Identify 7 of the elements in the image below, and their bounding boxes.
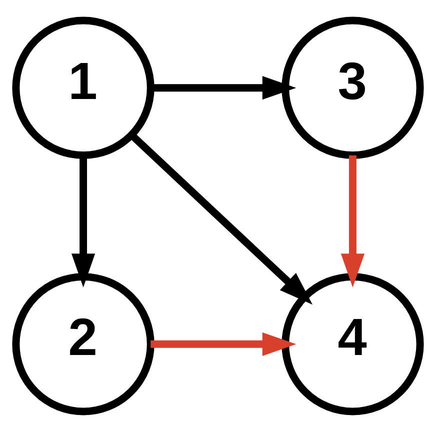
node-circle: 2 xyxy=(12,273,154,416)
node-circle: 3 xyxy=(282,16,424,159)
arrow xyxy=(340,155,365,288)
node-circle: 1 xyxy=(12,16,154,159)
arrow xyxy=(150,332,296,356)
arrow xyxy=(130,132,313,305)
node-circle: 4 xyxy=(282,273,424,416)
